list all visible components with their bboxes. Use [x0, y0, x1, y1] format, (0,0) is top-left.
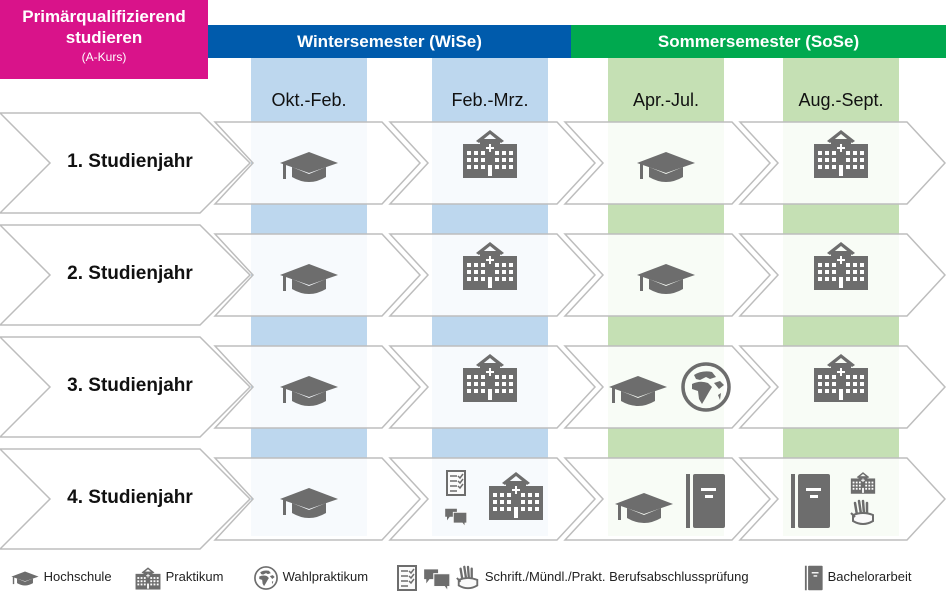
graduation-cap-icon: [11, 571, 39, 586]
legend-item-praktikum: Praktikum: [134, 562, 223, 592]
legend-label: Praktikum: [165, 569, 224, 584]
study-plan-diagram: [0, 112, 946, 550]
sign-language-hands-icon: [455, 565, 479, 589]
hospital-building-icon: [135, 566, 161, 590]
program-title-line1: Primärqualifizierend: [22, 7, 186, 26]
legend-item-bachelorarbeit: Bachelorarbeit: [804, 562, 911, 592]
year-label-chevron: [0, 224, 252, 326]
year-label: 1. Studienjahr: [67, 151, 193, 172]
speech-bubbles-icon: [423, 568, 451, 591]
year-label-chevron: [0, 448, 252, 550]
wintersemester-header: Wintersemester (WiSe): [208, 25, 571, 58]
year-label: 4. Studienjahr: [67, 487, 193, 508]
year-label-chevron: [0, 336, 252, 438]
sommersemester-header: Sommersemester (SoSe): [571, 25, 946, 58]
legend-label: Hochschule: [43, 569, 112, 584]
program-subtitle: (A-Kurs): [81, 50, 127, 64]
year-label: 2. Studienjahr: [67, 263, 193, 284]
year-label-chevron: [0, 112, 252, 214]
period-label-feb-mrz: Feb.-Mrz.: [451, 90, 529, 110]
checklist-icon: [397, 564, 417, 591]
legend-item-wahlpraktikum: Wahlpraktikum: [253, 562, 368, 592]
legend-item-berufsabschlusspruefung: Schrift./Mündl./Prakt. Berufsabschlusspr…: [396, 562, 749, 592]
legend: Hochschule Praktikum Wahlpraktikum Schri…: [0, 562, 946, 592]
legend-item-hochschule: Hochschule: [10, 562, 112, 592]
legend-label: Bachelorarbeit: [827, 569, 912, 584]
period-label-aug-sept: Aug.-Sept.: [798, 90, 884, 110]
program-title-line2: studieren: [65, 28, 143, 47]
globe-icon: [254, 565, 278, 590]
notebook-icon: [804, 565, 823, 590]
study-year-row: [0, 112, 946, 214]
legend-label: Wahlpraktikum: [282, 569, 369, 584]
checklist-icon: [446, 470, 466, 496]
period-label-okt-feb: Okt.-Feb.: [271, 90, 347, 110]
period-label-apr-jul: Apr.-Jul.: [632, 90, 700, 110]
study-year-row: [0, 336, 946, 438]
study-year-row: [0, 224, 946, 326]
year-label: 3. Studienjahr: [67, 375, 193, 396]
legend-label: Schrift./Mündl./Prakt. Berufsabschlusspr…: [484, 569, 749, 584]
study-year-row: [0, 448, 946, 550]
program-title-box: Primärqualifizierend studieren (A-Kurs): [0, 0, 208, 79]
